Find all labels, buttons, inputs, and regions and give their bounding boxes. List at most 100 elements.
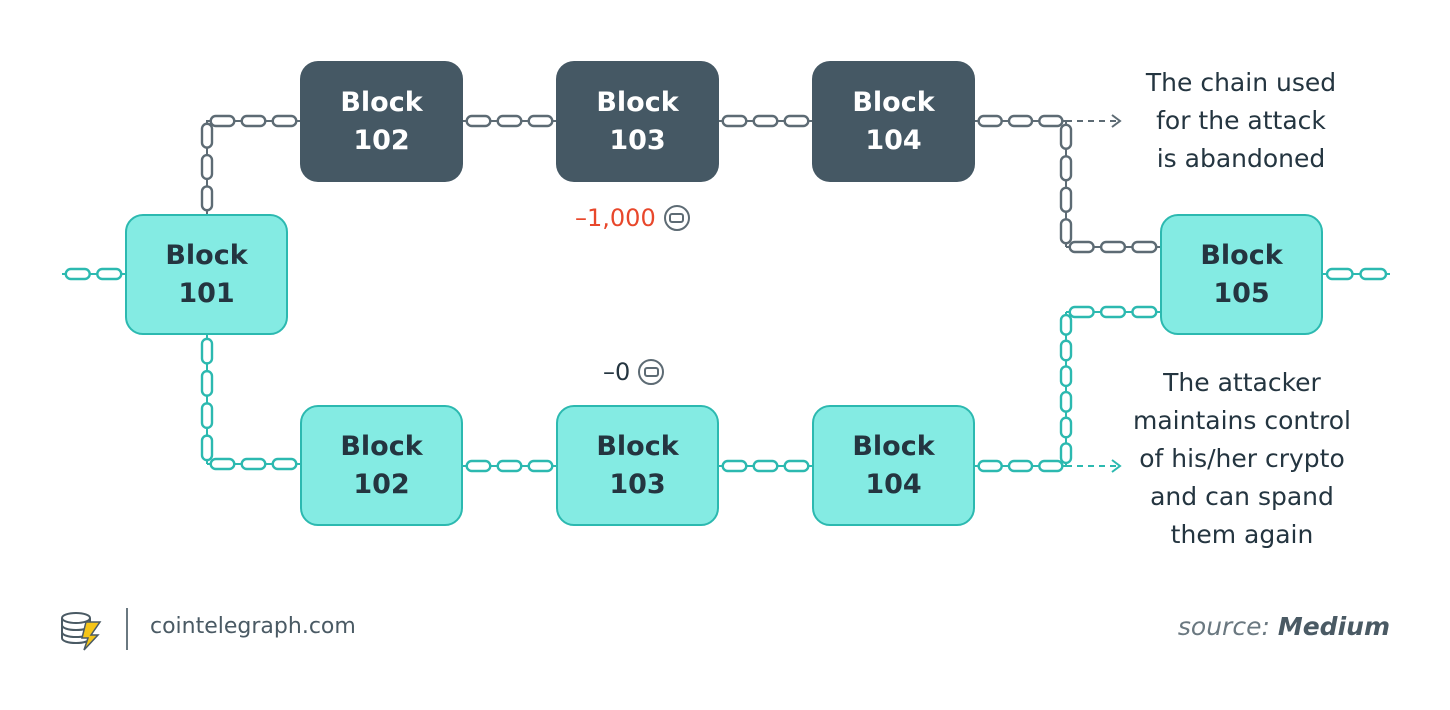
chain-link — [496, 114, 523, 128]
chain-link — [527, 459, 554, 473]
chain-link — [1059, 123, 1073, 150]
block-number: 105 — [1213, 277, 1270, 309]
chain-link — [977, 459, 1003, 473]
chain-link — [1068, 305, 1095, 319]
note-line: maintains control — [1132, 406, 1351, 435]
chain-link — [1059, 442, 1073, 465]
block-number: 103 — [609, 468, 666, 500]
block-101: Block 101 — [125, 214, 288, 335]
note-line: of his/her crypto — [1139, 444, 1345, 473]
chain-link — [1059, 186, 1073, 213]
note-attacker-keeps-crypto: The attacker maintains control of his/he… — [1122, 364, 1362, 554]
cointelegraph-logo-icon — [61, 612, 102, 651]
chain-link — [1038, 459, 1064, 473]
footer-divider — [126, 608, 128, 650]
amount-value: –0 — [603, 358, 631, 386]
chain-link — [200, 122, 214, 149]
block-number: 101 — [178, 277, 235, 309]
block-label: Block — [340, 430, 423, 462]
chain-link — [200, 402, 214, 430]
block-label: Block — [596, 86, 679, 118]
block-label: Block — [165, 239, 248, 271]
chain-link — [465, 114, 492, 128]
chain-link — [96, 267, 123, 281]
chain-link — [1007, 114, 1034, 128]
chain-link — [721, 114, 748, 128]
source-prefix: source: — [1177, 612, 1270, 641]
block-label: Block — [1200, 239, 1283, 271]
block-number: 104 — [865, 124, 922, 156]
amount-main-chain: –0 — [603, 358, 665, 386]
note-line: is abandoned — [1156, 144, 1326, 173]
chain-link — [1099, 305, 1127, 319]
block-104-attack-chain: Block 104 — [812, 61, 975, 182]
chain-link — [1059, 416, 1073, 439]
chain-link — [200, 369, 214, 397]
chain-link — [200, 434, 214, 462]
block-103-attack-chain: Block 103 — [556, 61, 719, 182]
block-number: 104 — [865, 468, 922, 500]
chain-link — [200, 337, 214, 365]
chain-link — [209, 114, 236, 128]
block-label: Block — [596, 430, 679, 462]
chain-link — [721, 459, 748, 473]
chain-link — [527, 114, 554, 128]
block-number: 102 — [353, 124, 410, 156]
chain-link — [752, 114, 779, 128]
chain-link — [200, 153, 214, 181]
chain-link — [1059, 155, 1073, 182]
amount-value: –1,000 — [575, 204, 656, 232]
chain-link — [1059, 365, 1073, 388]
chain-link — [1059, 339, 1073, 362]
chain-link — [200, 185, 214, 212]
chain-link — [64, 267, 91, 281]
block-105: Block 105 — [1160, 214, 1323, 335]
note-line: for the attack — [1156, 106, 1326, 135]
chain-link — [465, 459, 492, 473]
footer-source: source: Medium — [1178, 612, 1390, 641]
block-label: Block — [340, 86, 423, 118]
note-line: The chain used — [1145, 68, 1337, 97]
chain-link — [1038, 114, 1064, 128]
block-103-main-chain: Block 103 — [556, 405, 719, 526]
block-number: 103 — [609, 124, 666, 156]
chain-link — [1099, 240, 1127, 254]
chain-link — [1131, 240, 1158, 254]
chain-link — [783, 114, 810, 128]
chain-link — [1007, 459, 1034, 473]
note-line: them again — [1170, 520, 1314, 549]
chain-link — [752, 459, 779, 473]
chain-link — [496, 459, 523, 473]
chain-link — [1131, 305, 1158, 319]
amount-attack-chain: –1,000 — [575, 204, 690, 232]
block-number: 102 — [353, 468, 410, 500]
chain-link — [240, 114, 267, 128]
block-label: Block — [852, 86, 935, 118]
coin-icon — [663, 205, 690, 231]
block-104-main-chain: Block 104 — [812, 405, 975, 526]
chain-link — [240, 457, 267, 471]
chain-link — [1059, 390, 1073, 413]
block-102-main-chain: Block 102 — [300, 405, 463, 526]
chain-link — [1325, 267, 1354, 281]
note-attack-chain-abandoned: The chain used for the attack is abandon… — [1141, 64, 1341, 178]
block-102-attack-chain: Block 102 — [300, 61, 463, 182]
chain-link — [1059, 218, 1073, 245]
chain-link — [1059, 313, 1073, 336]
note-line: and can spand — [1150, 482, 1334, 511]
coin-icon — [638, 359, 665, 385]
arrowhead — [1111, 459, 1122, 473]
source-name: Medium — [1277, 612, 1390, 641]
chain-link — [1359, 267, 1388, 281]
footer-site-link[interactable]: cointelegraph.com — [150, 614, 356, 639]
note-line: The attacker — [1163, 368, 1321, 397]
chain-link — [1068, 240, 1095, 254]
chain-link — [271, 114, 298, 128]
chain-link — [271, 457, 298, 471]
chain-link — [209, 457, 236, 471]
chain-link — [783, 459, 810, 473]
chain-link — [977, 114, 1003, 128]
block-label: Block — [852, 430, 935, 462]
arrowhead — [1111, 114, 1122, 128]
